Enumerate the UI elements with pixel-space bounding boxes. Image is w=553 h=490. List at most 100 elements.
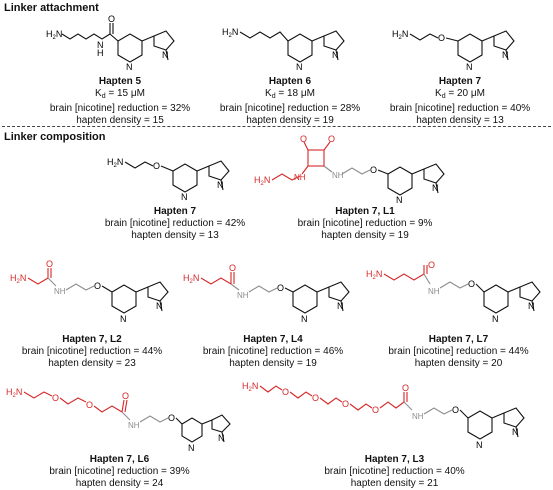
svg-text:O: O bbox=[86, 400, 93, 410]
hapten-density: hapten density = 23 bbox=[48, 358, 136, 369]
svg-text:H2N: H2N bbox=[222, 27, 238, 39]
svg-text:N: N bbox=[492, 314, 499, 324]
svg-text:N: N bbox=[396, 195, 403, 205]
svg-text:N: N bbox=[528, 301, 535, 311]
svg-text:O: O bbox=[452, 405, 459, 415]
svg-text:H2N: H2N bbox=[46, 29, 62, 41]
svg-text:O: O bbox=[168, 413, 175, 423]
svg-text:N: N bbox=[126, 62, 133, 72]
kd-value: Kd = 15 μM bbox=[95, 88, 145, 100]
hapten-density: hapten density = 21 bbox=[350, 478, 439, 489]
svg-text:N: N bbox=[218, 433, 225, 443]
structure-hapten-7-l4: H2N O NH O N N bbox=[183, 263, 350, 324]
brain-nicotine-reduction: brain [nicotine] reduction = 40% bbox=[389, 103, 531, 114]
svg-text:H2N: H2N bbox=[392, 29, 408, 41]
svg-text:H2N: H2N bbox=[366, 269, 382, 281]
svg-text:N: N bbox=[162, 50, 169, 60]
svg-text:N: N bbox=[476, 440, 483, 450]
hapten-card-h7a: H2N O N N Hapten 7 Kd = 20 μM brain [nic… bbox=[380, 14, 540, 127]
svg-text:O: O bbox=[312, 393, 319, 403]
hapten-card-l1: H2N O O NH NH O N N Hapten 7, L1 brain [… bbox=[250, 134, 480, 242]
svg-text:N: N bbox=[296, 62, 303, 72]
section-divider bbox=[2, 126, 551, 127]
hapten-card-l7: H2N O NH O N N Hapten 7, L7 brain [nicot… bbox=[366, 260, 551, 370]
section-title-linker-attachment: Linker attachment bbox=[4, 2, 99, 14]
svg-text:O: O bbox=[153, 161, 160, 171]
svg-text:O: O bbox=[122, 391, 129, 401]
svg-text:NH: NH bbox=[428, 287, 440, 296]
svg-text:NH: NH bbox=[412, 412, 424, 421]
hapten-name: Hapten 7, L6 bbox=[89, 454, 150, 465]
hapten-card-h7b: H2N O N N Hapten 7 brain [nicotine] redu… bbox=[95, 144, 255, 242]
svg-text:O: O bbox=[438, 33, 445, 43]
svg-text:O: O bbox=[282, 387, 289, 397]
hapten-name: Hapten 5 bbox=[98, 76, 142, 87]
structure-hapten-7-l1: H2N O O NH NH O N N bbox=[254, 134, 445, 205]
svg-text:H2N: H2N bbox=[107, 157, 123, 169]
svg-text:H2N: H2N bbox=[6, 387, 22, 399]
svg-text:NH: NH bbox=[332, 171, 344, 180]
svg-text:N: N bbox=[120, 314, 127, 324]
svg-text:O: O bbox=[372, 405, 379, 415]
brain-nicotine-reduction: brain [nicotine] reduction = 39% bbox=[49, 466, 190, 477]
hapten-card-l3: H2N O O O O O NH O N N Hapten 7, L3 brai… bbox=[238, 376, 551, 490]
hapten-card-h5: H2N N H O N N Hapten 5 Kd = 15 μM brain … bbox=[40, 14, 200, 127]
svg-text:N: N bbox=[217, 180, 224, 190]
brain-nicotine-reduction: brain [nicotine] reduction = 32% bbox=[49, 103, 191, 114]
hapten-card-h6: H2N N N Hapten 6 Kd = 18 μM brain [nicot… bbox=[210, 14, 370, 127]
svg-text:O: O bbox=[108, 14, 115, 24]
svg-text:N: N bbox=[337, 301, 344, 311]
svg-text:N: N bbox=[332, 50, 339, 60]
kd-value: Kd = 20 μM bbox=[435, 88, 485, 100]
brain-nicotine-reduction: brain [nicotine] reduction = 28% bbox=[219, 103, 361, 114]
svg-text:H2N: H2N bbox=[183, 273, 199, 285]
hapten-density: hapten density = 15 bbox=[76, 115, 164, 126]
svg-text:O: O bbox=[402, 383, 409, 393]
svg-text:N: N bbox=[156, 301, 163, 311]
hapten-density: hapten density = 19 bbox=[321, 230, 409, 241]
hapten-density: hapten density = 13 bbox=[416, 115, 504, 126]
brain-nicotine-reduction: brain [nicotine] reduction = 44% bbox=[388, 346, 529, 357]
svg-text:N: N bbox=[301, 314, 308, 324]
structure-hapten-7-l7: H2N O NH O N N bbox=[366, 260, 541, 324]
svg-text:O: O bbox=[468, 279, 475, 289]
hapten-name: Hapten 6 bbox=[268, 76, 312, 87]
svg-text:N: N bbox=[512, 427, 519, 437]
svg-text:O: O bbox=[229, 263, 236, 273]
svg-text:NH: NH bbox=[128, 421, 140, 430]
brain-nicotine-reduction: brain [nicotine] reduction = 44% bbox=[21, 346, 163, 357]
svg-text:H2N: H2N bbox=[242, 381, 258, 393]
hapten-name: Hapten 7, L7 bbox=[428, 334, 489, 345]
structure-hapten-7: H2N O N N bbox=[107, 157, 230, 202]
svg-text:H2N: H2N bbox=[254, 175, 270, 187]
structure-hapten-6: H2N N N bbox=[222, 27, 345, 72]
svg-text:NH: NH bbox=[294, 173, 306, 182]
kd-value: Kd = 18 μM bbox=[265, 88, 315, 100]
brain-nicotine-reduction: brain [nicotine] reduction = 46% bbox=[202, 346, 344, 357]
hapten-density: hapten density = 19 bbox=[246, 115, 334, 126]
hapten-card-l6: H2N O O O NH O N N Hapten 7, L6 brain [n… bbox=[2, 380, 237, 490]
svg-text:NH: NH bbox=[54, 287, 66, 296]
hapten-name: Hapten 7, L3 bbox=[364, 454, 425, 465]
svg-text:O: O bbox=[277, 283, 284, 293]
structure-hapten-5: H2N N H O N N bbox=[46, 14, 175, 72]
structure-hapten-7-l6: H2N O O O NH O N N bbox=[6, 387, 231, 453]
hapten-name: Hapten 7 bbox=[438, 76, 482, 87]
svg-text:O: O bbox=[52, 393, 59, 403]
svg-text:O: O bbox=[46, 259, 53, 269]
brain-nicotine-reduction: brain [nicotine] reduction = 42% bbox=[104, 218, 246, 229]
brain-nicotine-reduction: brain [nicotine] reduction = 9% bbox=[297, 218, 433, 229]
svg-text:N: N bbox=[181, 192, 188, 202]
svg-text:H: H bbox=[97, 48, 104, 58]
svg-text:N: N bbox=[97, 40, 104, 50]
svg-text:O: O bbox=[370, 165, 377, 175]
hapten-density: hapten density = 19 bbox=[229, 358, 317, 369]
section-title-linker-composition: Linker composition bbox=[4, 131, 106, 143]
structure-hapten-7-l3: H2N O O O O O NH O N N bbox=[242, 381, 525, 450]
svg-text:O: O bbox=[94, 281, 101, 291]
svg-text:N: N bbox=[188, 443, 195, 453]
svg-text:O: O bbox=[328, 134, 335, 144]
hapten-density: hapten density = 24 bbox=[75, 478, 164, 489]
hapten-density: hapten density = 13 bbox=[131, 230, 219, 241]
svg-text:O: O bbox=[342, 399, 349, 409]
